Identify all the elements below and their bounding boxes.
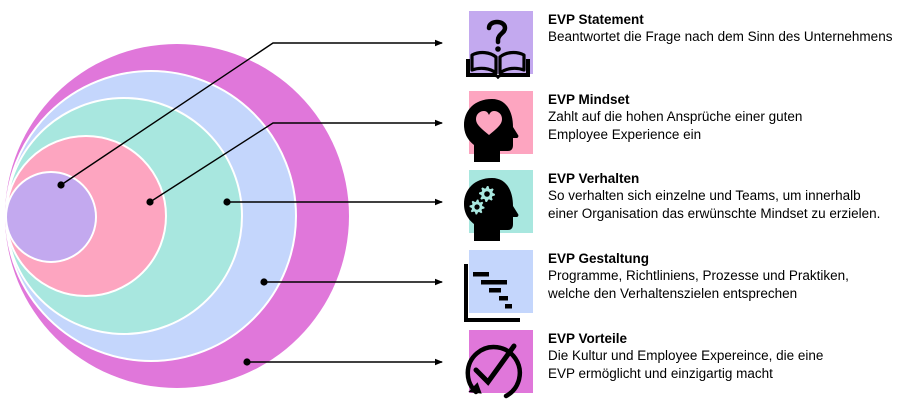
item-description: Zahlt auf die hohen Ansprüche einer gute…	[548, 108, 898, 144]
description-line: einer Organisation das erwünschte Mindse…	[548, 206, 881, 221]
description-line: Beantwortet die Frage nach dem Sinn des …	[548, 29, 893, 44]
icon-tile-statement	[462, 11, 534, 83]
item-description: Die Kultur und Employee Expereince, die …	[548, 347, 898, 383]
item-evp-statement: EVP Statement Beantwortet die Frage nach…	[462, 11, 900, 83]
item-title: EVP Verhalten	[548, 171, 640, 186]
connector-dot-verhalten	[223, 198, 231, 206]
check-cycle-icon	[465, 330, 533, 399]
gantt-chart-icon	[464, 250, 533, 322]
item-title: EVP Gestaltung	[548, 251, 650, 266]
item-evp-gestaltung: EVP Gestaltung Programme, Richtliniens, …	[462, 250, 900, 322]
icon-tile-vorteile	[462, 330, 534, 402]
description-line: Programme, Richtliniens, Prozesse und Pr…	[548, 268, 849, 283]
connector-arrow-mindset	[149, 119, 443, 203]
circle-statement	[5, 171, 97, 263]
item-description: Programme, Richtliniens, Prozesse und Pr…	[548, 267, 898, 303]
description-line: Die Kultur und Employee Expereince, die …	[548, 348, 824, 363]
item-description: Beantwortet die Frage nach dem Sinn des …	[548, 28, 898, 46]
item-evp-vorteile: EVP Vorteile Die Kultur und Employee Exp…	[462, 330, 900, 402]
head-heart-icon	[464, 91, 533, 162]
book-question-icon	[466, 11, 533, 79]
connector-arrow-statement	[60, 39, 443, 186]
icon-tile-gestaltung	[462, 250, 534, 322]
description-line: Employee Experience ein	[548, 127, 702, 142]
item-description: So verhalten sich einzelne und Teams, um…	[548, 187, 898, 223]
item-title: EVP Vorteile	[548, 331, 628, 346]
item-title: EVP Mindset	[548, 92, 630, 107]
gear-icon	[479, 186, 495, 202]
description-line: Zahlt auf die hohen Ansprüche einer gute…	[548, 109, 803, 124]
description-line: EVP ermöglicht und einzigartig macht	[548, 366, 773, 381]
connector-dot-gestaltung	[260, 278, 268, 286]
connector-dot-statement	[57, 181, 65, 189]
description-line: welche den Verhaltenszielen entsprechen	[548, 286, 798, 301]
item-title: EVP Statement	[548, 12, 644, 27]
connector-dot-mindset	[146, 198, 154, 206]
description-line: So verhalten sich einzelne und Teams, um…	[548, 188, 861, 203]
icon-tile-verhalten	[462, 170, 534, 242]
head-gears-icon	[464, 170, 533, 241]
icon-tile-mindset	[462, 91, 534, 163]
gear-icon	[469, 199, 485, 215]
connector-dot-vorteile	[243, 358, 251, 366]
item-evp-verhalten: EVP Verhalten So verhalten sich einzelne…	[462, 170, 900, 242]
item-evp-mindset: EVP Mindset Zahlt auf die hohen Ansprüch…	[462, 91, 900, 163]
